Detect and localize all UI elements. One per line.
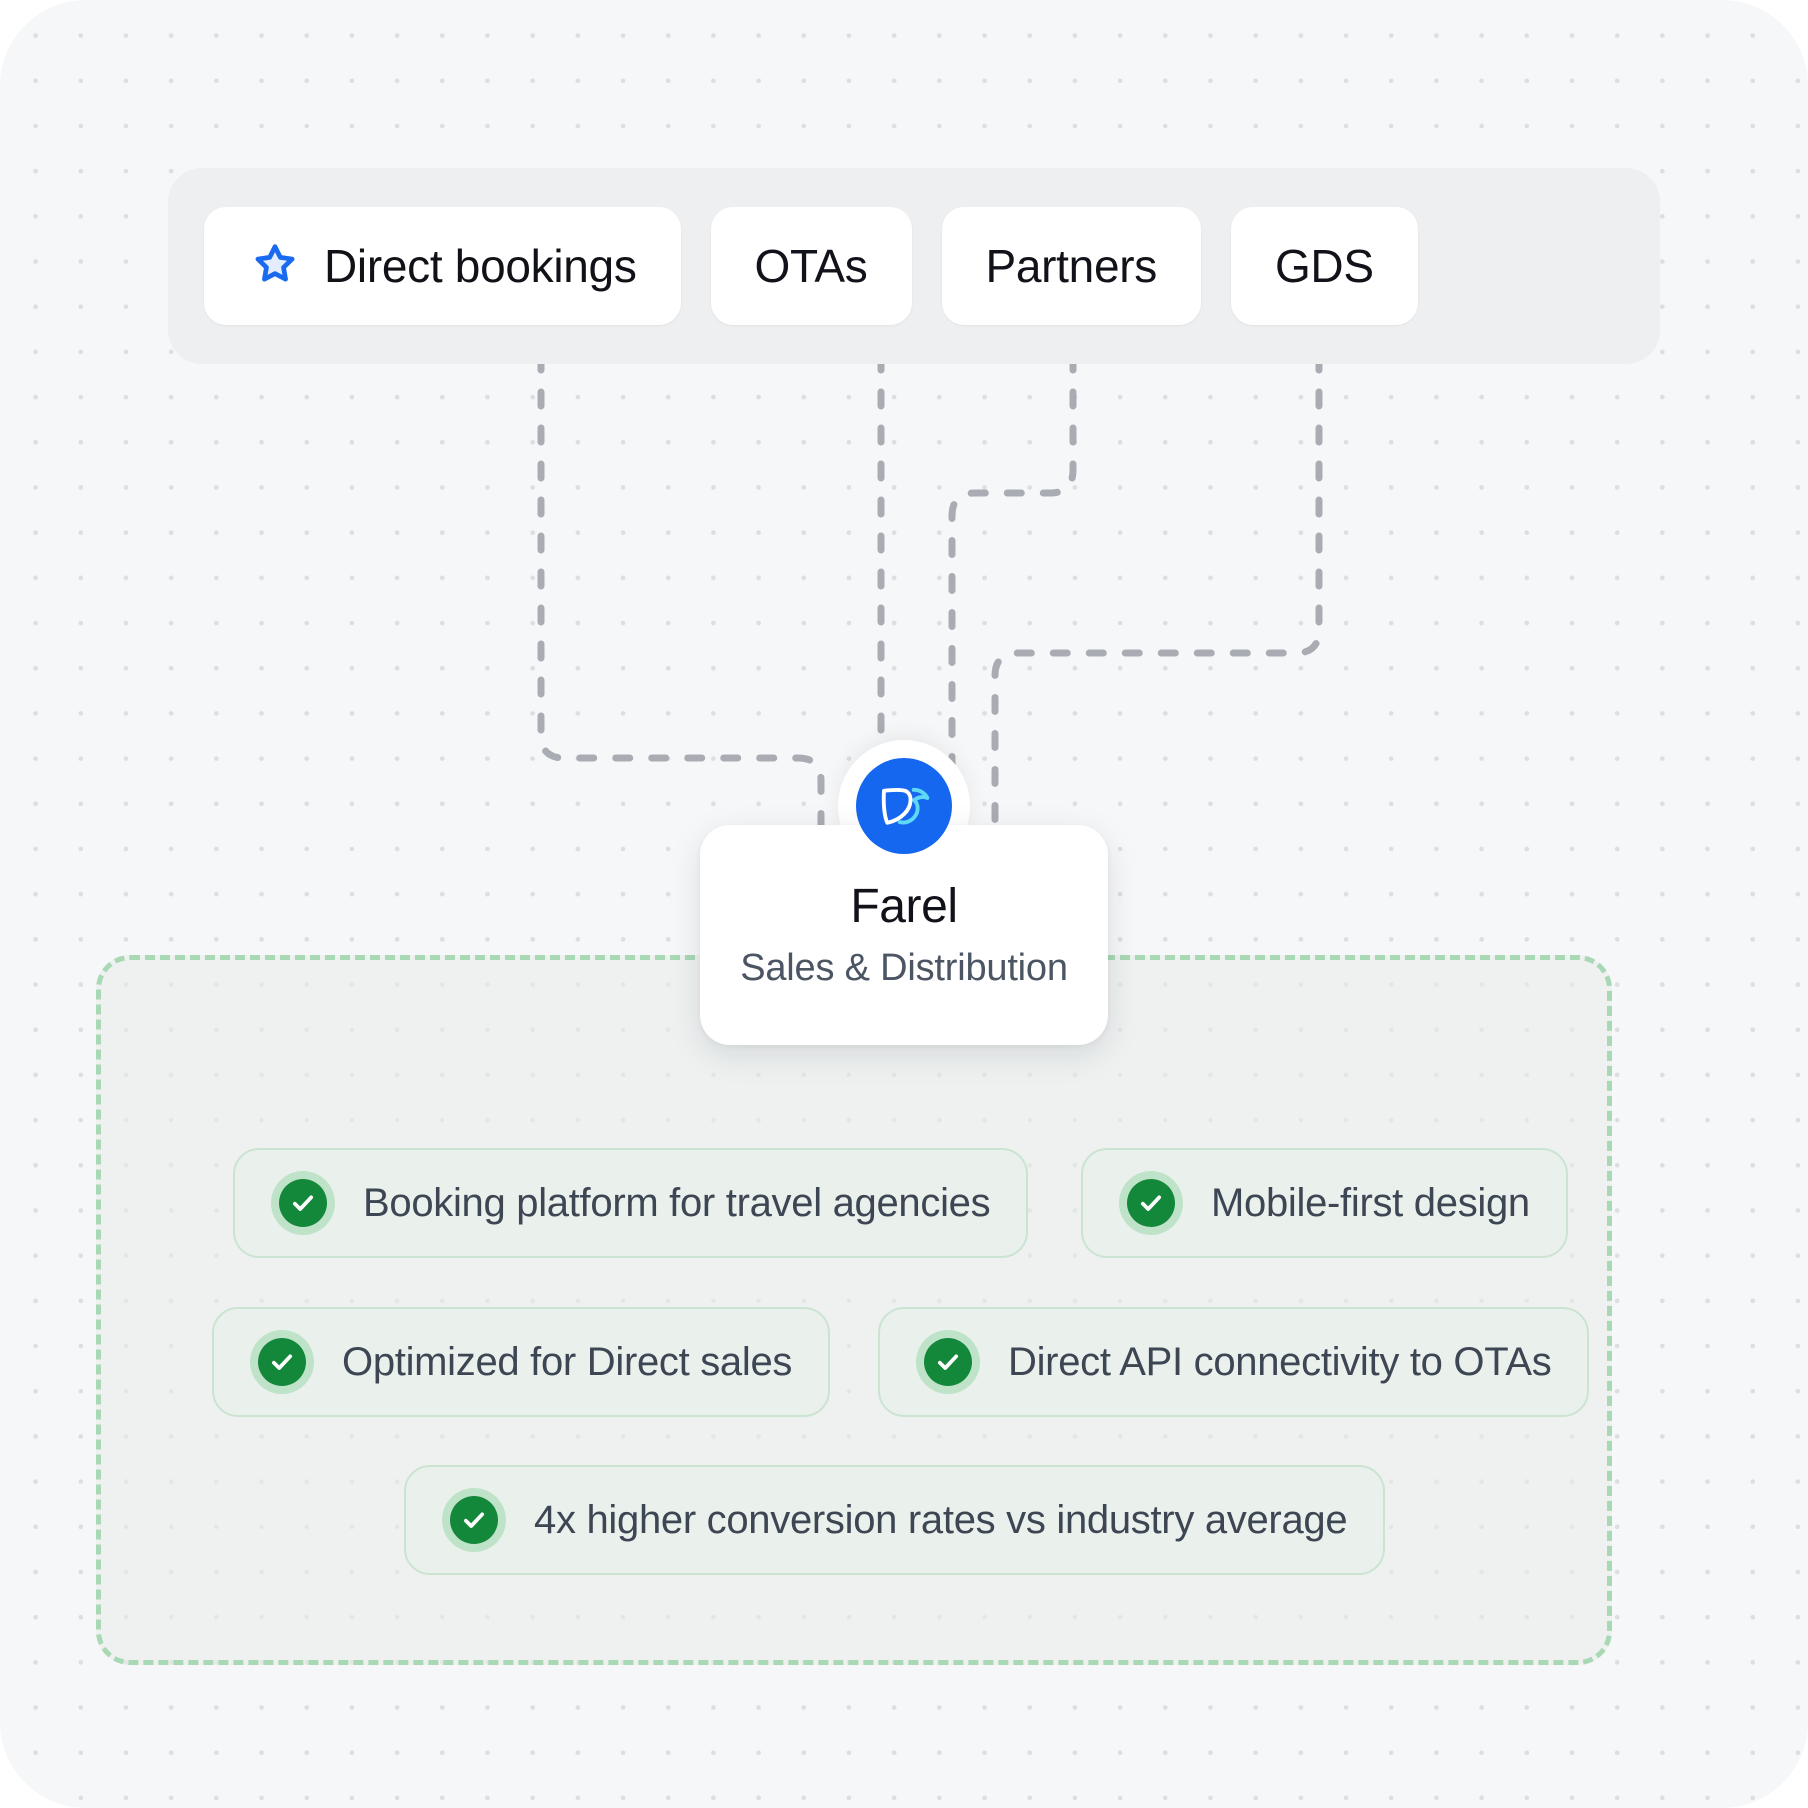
tab-label: GDS bbox=[1274, 240, 1374, 292]
tab-gds[interactable]: GDS bbox=[1230, 207, 1418, 325]
check-circle-icon bbox=[442, 1488, 506, 1552]
check-circle-icon bbox=[271, 1171, 335, 1235]
channels-tabbar: Direct bookings OTAs Partners GDS bbox=[168, 168, 1660, 364]
feature-label: Mobile-first design bbox=[1211, 1180, 1530, 1225]
node-title: Farel bbox=[850, 880, 958, 933]
tab-label: Partners bbox=[985, 240, 1158, 292]
tab-label: Direct bookings bbox=[324, 240, 637, 292]
feature-pill[interactable]: 4x higher conversion rates vs industry a… bbox=[404, 1465, 1386, 1575]
feature-label: Direct API connectivity to OTAs bbox=[1008, 1339, 1552, 1384]
feature-pill[interactable]: Optimized for Direct sales bbox=[212, 1307, 831, 1417]
tab-otas[interactable]: OTAs bbox=[710, 207, 912, 325]
farel-leaf-logo-icon bbox=[856, 758, 952, 854]
wire-gds bbox=[991, 316, 1323, 894]
tab-label: OTAs bbox=[754, 240, 868, 292]
check-circle-icon bbox=[250, 1330, 314, 1394]
feature-pill[interactable]: Direct API connectivity to OTAs bbox=[878, 1307, 1590, 1417]
center-node-card[interactable]: Farel Sales & Distribution bbox=[700, 825, 1108, 1045]
tab-partners[interactable]: Partners bbox=[941, 207, 1201, 325]
feature-pill[interactable]: Booking platform for travel agencies bbox=[233, 1148, 1029, 1258]
tab-direct-bookings[interactable]: Direct bookings bbox=[204, 207, 681, 325]
feature-label: Optimized for Direct sales bbox=[342, 1339, 793, 1384]
node-subtitle: Sales & Distribution bbox=[740, 947, 1068, 989]
feature-label: Booking platform for travel agencies bbox=[363, 1180, 991, 1225]
wire-direct-bookings bbox=[537, 316, 825, 894]
check-circle-icon bbox=[916, 1330, 980, 1394]
feature-label: 4x higher conversion rates vs industry a… bbox=[534, 1497, 1348, 1542]
star-icon bbox=[248, 239, 302, 293]
feature-pill[interactable]: Mobile-first design bbox=[1081, 1148, 1568, 1258]
check-circle-icon bbox=[1119, 1171, 1183, 1235]
wire-partners bbox=[948, 316, 1077, 894]
